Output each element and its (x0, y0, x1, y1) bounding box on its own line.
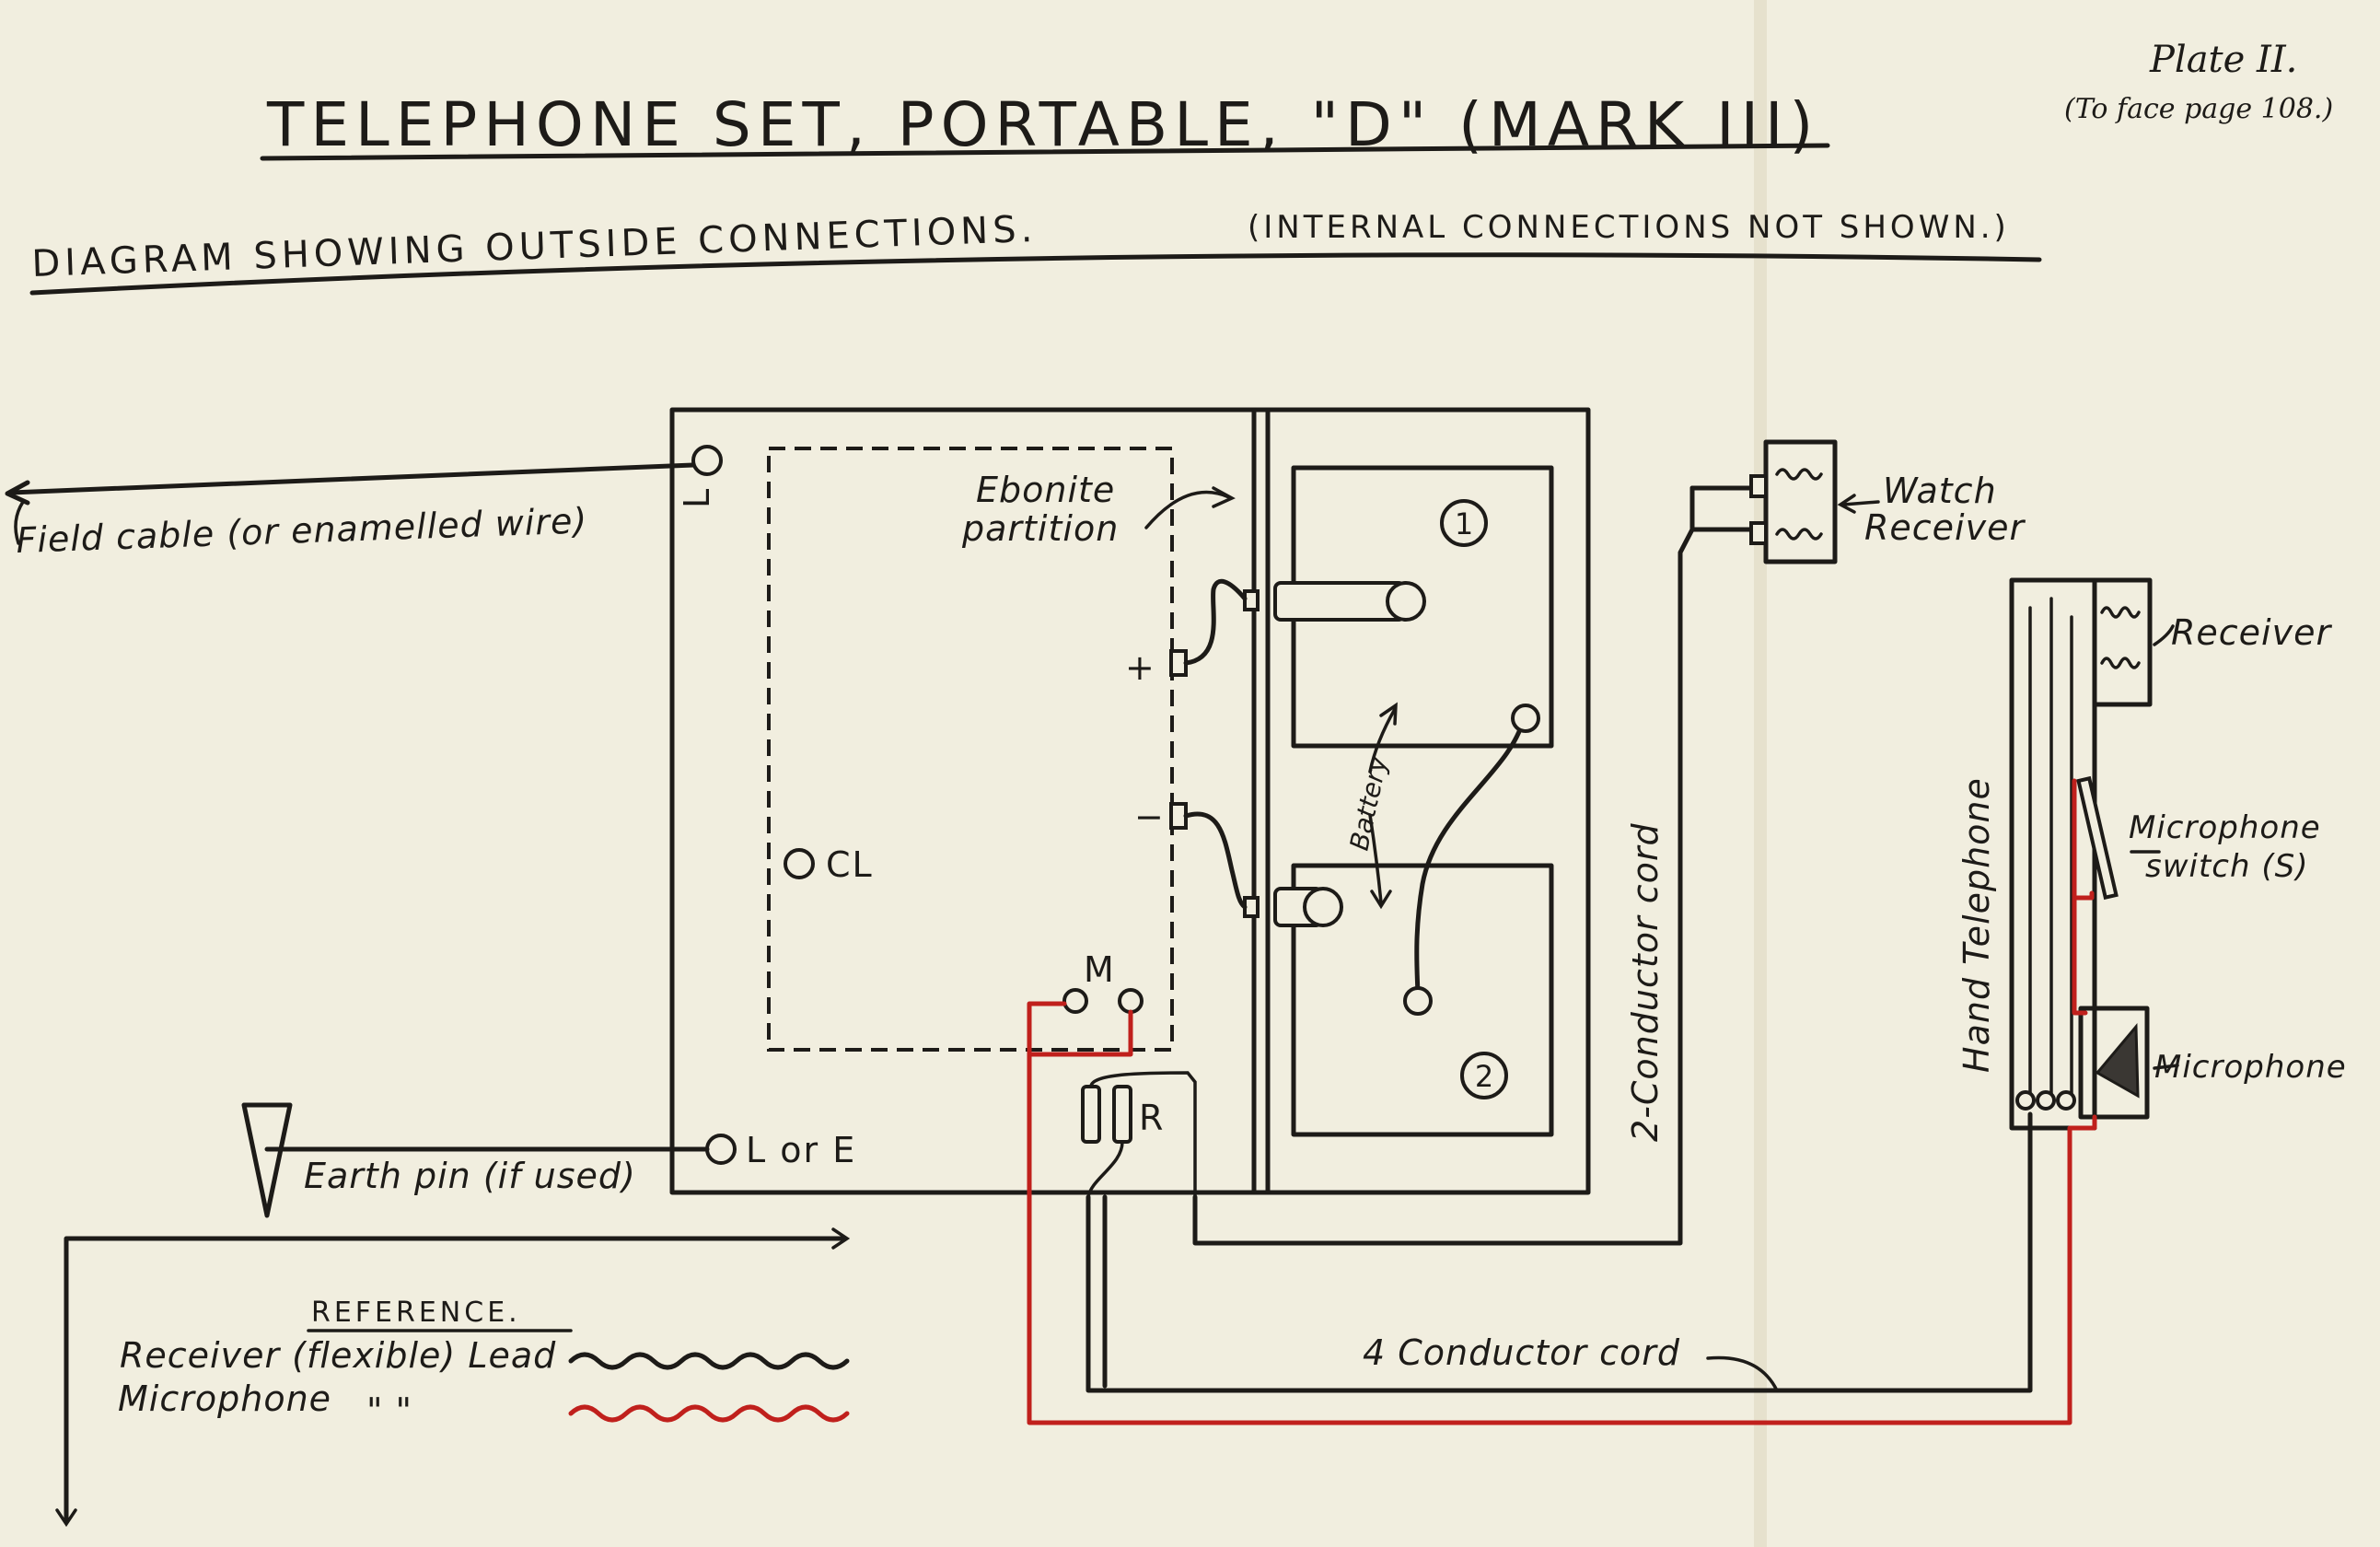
reference-row-microphone-ditto: " " (366, 1390, 412, 1431)
reference-heading: REFERENCE. (311, 1297, 521, 1329)
watch-receiver-label-line2: Receiver (1864, 507, 2026, 548)
battery-arrow-down (1368, 813, 1383, 904)
receiver-arrow (2153, 624, 2175, 646)
microphone-switch-label-line1: Microphone (2129, 809, 2321, 846)
battery-cell-2 (1291, 863, 1554, 1137)
minus-terminal-label: − (1134, 797, 1166, 837)
watch-receiver[interactable] (1749, 439, 1838, 564)
reference-frame (64, 1236, 845, 1522)
receiver-terminal-label: R (1139, 1098, 1165, 1138)
cell-2-terminal (1243, 887, 1343, 927)
handset-microphone-lead (2072, 778, 2088, 1016)
microphone-lead-inner-2 (1027, 1009, 1133, 1057)
field-cable-wire (8, 462, 696, 495)
cell-link-top (1511, 704, 1540, 733)
microphone-label: Microphone (2154, 1049, 2347, 1086)
two-conductor-cord-label: 2-Conductor cord (1625, 822, 1666, 1142)
hand-telephone-label: Hand Telephone (1956, 777, 1997, 1073)
four-conductor-cord-black-a (1086, 1111, 2033, 1393)
minus-lead (1183, 811, 1248, 910)
ebonite-arrow (1144, 490, 1231, 529)
cell-1-terminal (1243, 581, 1426, 622)
receiver-capsule (2092, 577, 2153, 707)
field-cable-label: Field cable (or enamelled wire) (16, 500, 588, 561)
line-or-earth-terminal[interactable] (705, 1134, 737, 1165)
four-conductor-cord-label: 4 Conductor cord (1363, 1332, 1680, 1373)
cell-1-marker (1440, 499, 1488, 547)
telephone-set-box (669, 407, 1591, 1195)
subtitle-underline (29, 252, 2042, 296)
receiver-lead-inner (1089, 1071, 1197, 1199)
ebonite-label-line1: Ebonite (976, 470, 1115, 510)
watch-receiver-arrow (1841, 500, 1880, 506)
line-terminal[interactable] (691, 445, 723, 476)
microphone-lead-inner-1 (1027, 1001, 1067, 1057)
receiver-label: Receiver (2171, 612, 2332, 653)
battery-arrow-up (1368, 707, 1397, 774)
cell-1-number: 1 (1455, 506, 1473, 541)
reference-row-microphone-label: Microphone (118, 1378, 331, 1419)
receiver-terminal-2[interactable] (1112, 1085, 1132, 1144)
plate-label: Plate II. (2149, 39, 2297, 81)
cell-2-number: 2 (1475, 1059, 1493, 1094)
microphone-terminal-2[interactable] (1118, 988, 1144, 1014)
four-conductor-cord-arrow (1706, 1355, 1779, 1392)
microphone-capsule (2078, 1006, 2150, 1120)
four-conductor-cord-red (1027, 1052, 2097, 1425)
line-or-earth-label: L or E (746, 1130, 856, 1170)
ebonite-label-line2: partition (961, 508, 1119, 549)
watch-receiver-label-line1: Watch (1883, 471, 1997, 511)
microphone-switch-label-line2: switch (S) (2145, 848, 2308, 885)
paper-crease (1754, 0, 1767, 1547)
diagram-subtitle: DIAGRAM SHOWING OUTSIDE CONNECTIONS. (31, 208, 1038, 285)
two-conductor-cord (1192, 527, 1769, 1246)
microphone-terminal-1[interactable] (1062, 988, 1088, 1014)
receiver-terminal-1[interactable] (1081, 1085, 1101, 1144)
reference-receiver-swatch (568, 1352, 850, 1370)
microphone-arrow (2153, 1064, 2179, 1070)
plate-note: (To face page 108.) (2064, 93, 2333, 125)
microphone-terminal-label: M (1084, 949, 1116, 990)
reference-microphone-swatch (568, 1404, 850, 1423)
microphone-switch[interactable] (2076, 775, 2119, 901)
cell-2-marker (1460, 1052, 1508, 1099)
battery-label: Battery (1344, 753, 1394, 854)
cl-terminal[interactable] (784, 848, 815, 879)
earth-pin-label: Earth pin (if used) (304, 1156, 636, 1196)
reference-row-receiver-label: Receiver (flexible) Lead (120, 1335, 556, 1376)
line-terminal-label: L (677, 487, 717, 508)
diagram-subtitle-note: (INTERNAL CONNECTIONS NOT SHOWN.) (1248, 209, 2010, 246)
cl-terminal-label: CL (826, 844, 874, 885)
earth-pin (241, 1102, 293, 1218)
plus-lead (1183, 578, 1248, 666)
title-underline (260, 143, 1830, 161)
internal-compartment (767, 447, 1174, 1052)
cell-link-wire (1414, 715, 1527, 1002)
plus-terminal-label: + (1125, 647, 1156, 688)
cell-link-bottom (1403, 986, 1433, 1016)
